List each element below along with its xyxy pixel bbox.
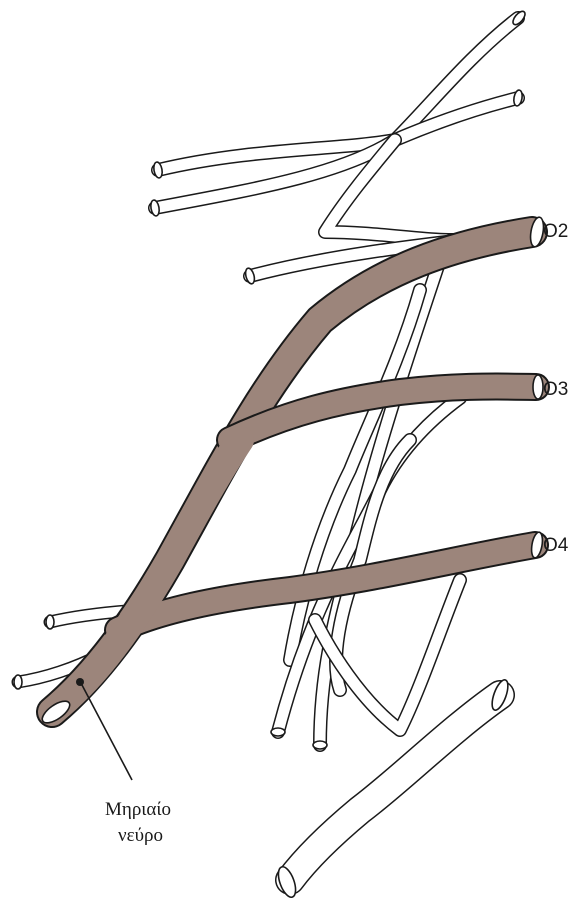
label-o4: O4	[543, 536, 568, 555]
label-o2: O2	[543, 222, 568, 241]
label-o3: O3	[543, 380, 568, 399]
upper-white-nerve-top	[153, 9, 528, 178]
bottom-large-white-nerve	[275, 678, 511, 900]
caption-line-1: Μηριαίο	[105, 800, 171, 819]
caption-line-2: νεύρο	[118, 826, 163, 845]
upper-white-nerve-third	[325, 140, 480, 240]
